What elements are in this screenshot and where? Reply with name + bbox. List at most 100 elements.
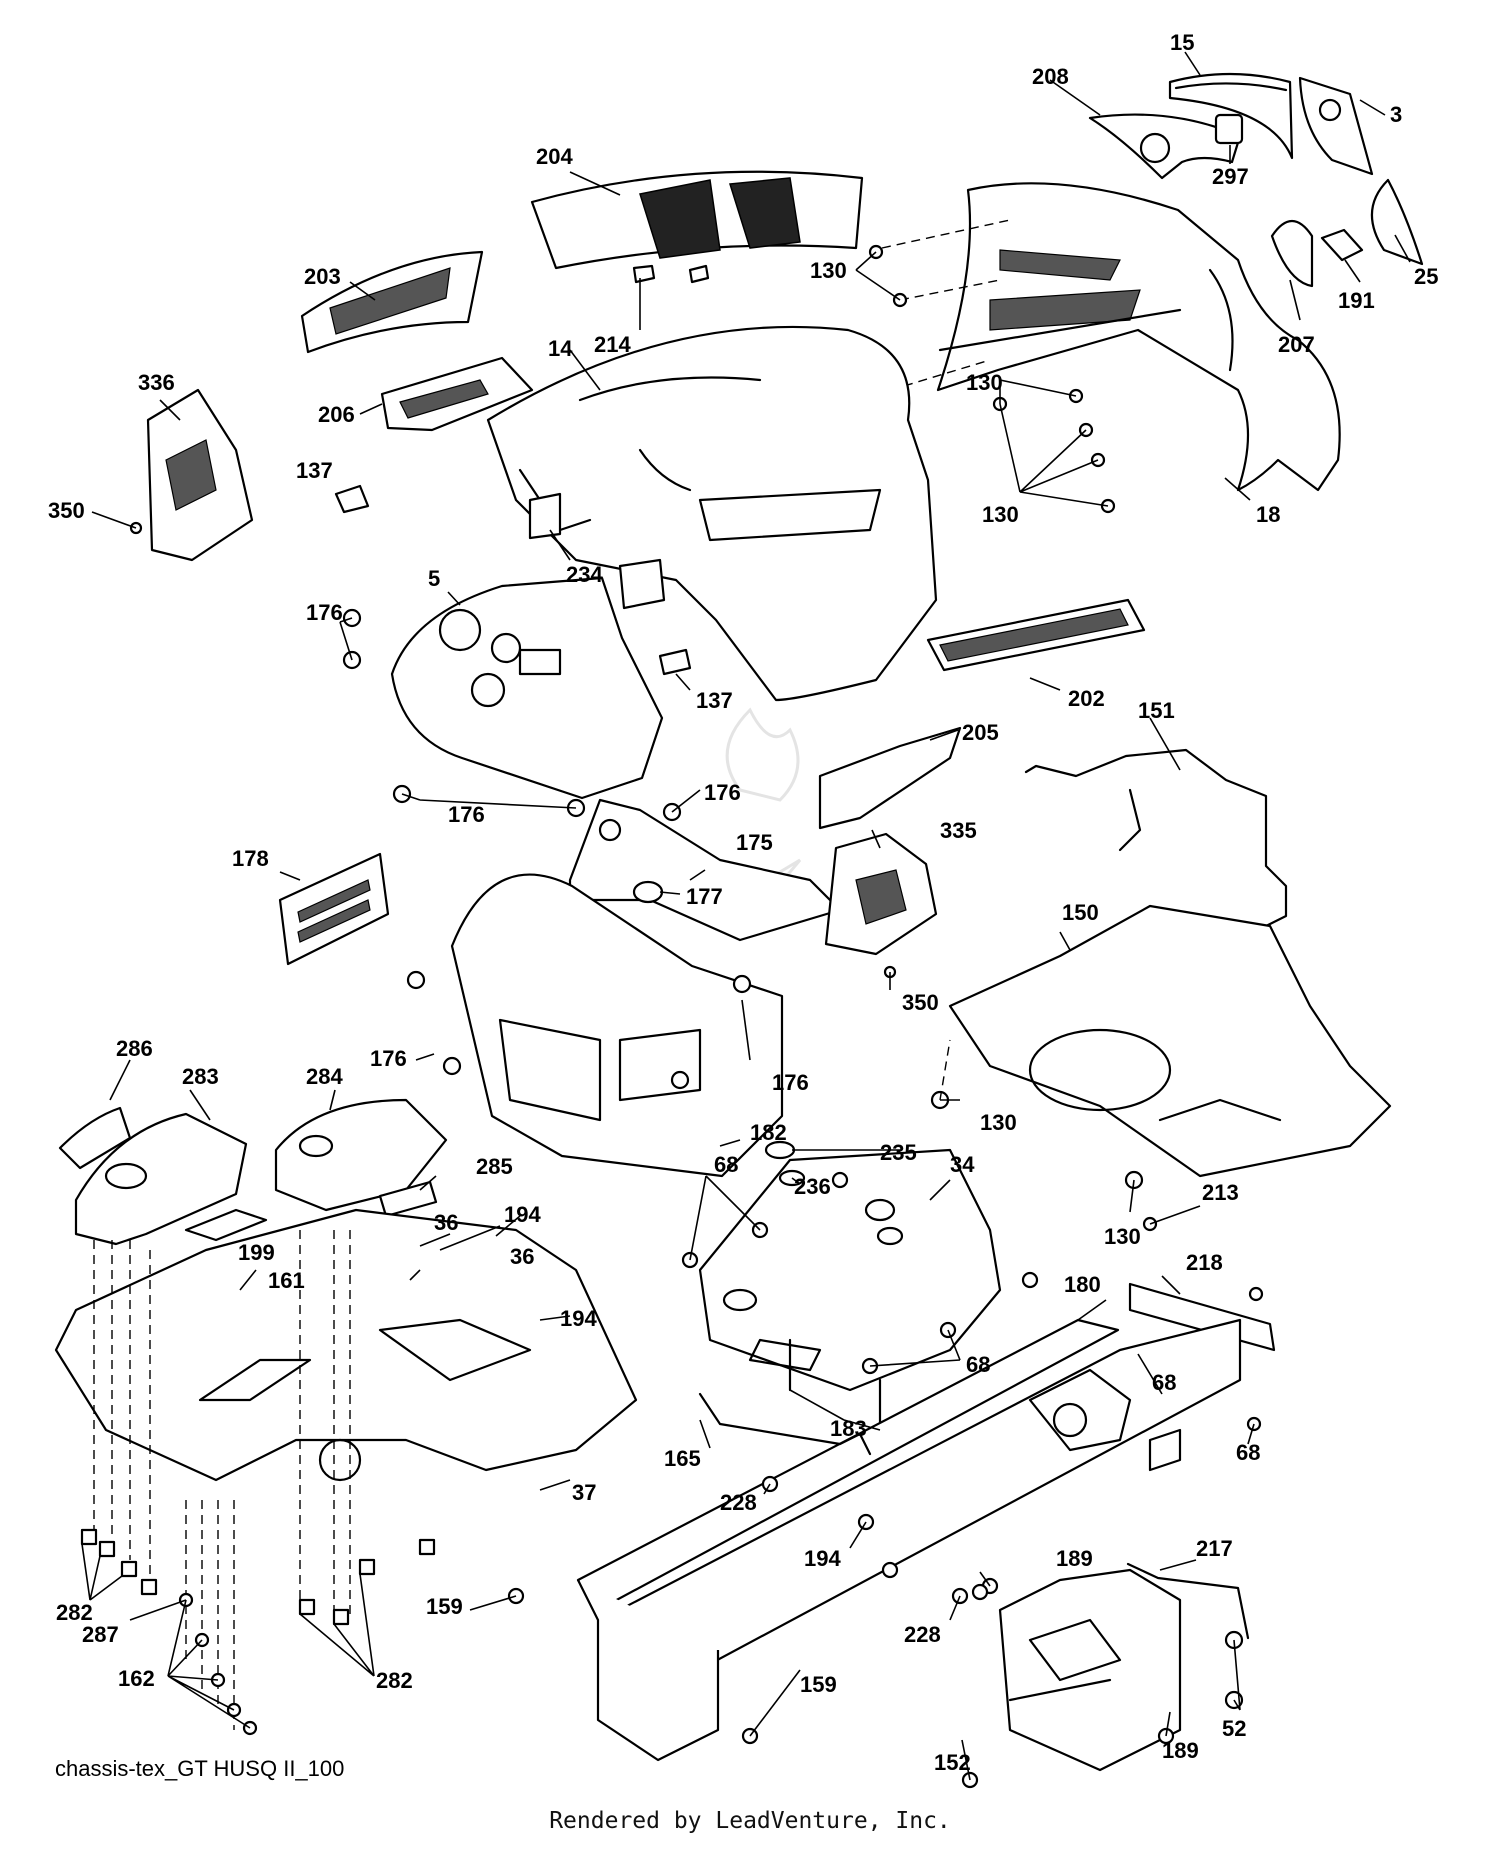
callout-178[interactable]: 178 [232, 846, 269, 871]
callout-175[interactable]: 175 [736, 830, 773, 855]
part-283-fender-left[interactable] [74, 1112, 248, 1246]
part-217-rod[interactable] [1126, 1562, 1250, 1640]
part-15-seal[interactable] [1168, 72, 1294, 160]
callout-234[interactable]: 234 [566, 562, 603, 587]
bolts-183[interactable] [788, 1338, 882, 1432]
part-205-vent[interactable] [818, 726, 962, 830]
callout-5[interactable]: 5 [428, 566, 440, 591]
part-285-pad[interactable] [378, 1180, 438, 1218]
callout-68-a[interactable]: 68 [714, 1152, 738, 1177]
callout-177[interactable]: 177 [686, 884, 723, 909]
callout-191[interactable]: 191 [1338, 288, 1375, 313]
part-52-battery-tray[interactable] [998, 1568, 1244, 1772]
callout-159-a[interactable]: 159 [426, 1594, 463, 1619]
part-297-bulb[interactable] [1214, 113, 1244, 145]
part-284-fender-right[interactable] [274, 1098, 448, 1212]
callout-36-a[interactable]: 36 [434, 1210, 458, 1235]
part-234-pad[interactable] [528, 492, 666, 610]
callout-3[interactable]: 3 [1390, 102, 1402, 127]
callout-335[interactable]: 335 [940, 818, 977, 843]
callout-213[interactable]: 213 [1202, 1180, 1239, 1205]
callout-218[interactable]: 218 [1186, 1250, 1223, 1275]
callout-130-c[interactable]: 130 [982, 502, 1019, 527]
callout-150[interactable]: 150 [1062, 900, 1099, 925]
callout-204[interactable]: 204 [536, 144, 573, 169]
part-286-handle[interactable] [58, 1106, 132, 1170]
callout-199[interactable]: 199 [238, 1240, 275, 1265]
callout-282-b[interactable]: 282 [376, 1668, 413, 1693]
part-191-light[interactable] [1320, 228, 1364, 262]
part-178-grille[interactable] [278, 852, 390, 966]
callout-235[interactable]: 235 [880, 1140, 917, 1165]
callout-130-a[interactable]: 130 [810, 258, 847, 283]
callout-137-b[interactable]: 137 [696, 688, 733, 713]
callout-130-d[interactable]: 130 [980, 1110, 1017, 1135]
part-208-headlight-housing[interactable] [1088, 113, 1242, 180]
callout-350-b[interactable]: 350 [902, 990, 939, 1015]
callout-214[interactable]: 214 [594, 332, 631, 357]
callout-15[interactable]: 15 [1170, 30, 1194, 55]
part-177-cap[interactable] [632, 880, 664, 904]
bolts-176-lower[interactable] [406, 970, 752, 1090]
callout-130-b[interactable]: 130 [966, 370, 1003, 395]
callout-194-c[interactable]: 194 [804, 1546, 841, 1571]
screws-162[interactable] [178, 1592, 258, 1736]
part-137-clip-lower[interactable] [658, 648, 692, 676]
part-204-hood-vent-cover[interactable] [530, 170, 864, 270]
callout-152[interactable]: 152 [934, 1750, 971, 1775]
part-203-vent[interactable] [300, 250, 484, 354]
callout-176-b[interactable]: 176 [704, 780, 741, 805]
part-14-hood[interactable] [486, 325, 938, 702]
callout-207[interactable]: 207 [1278, 332, 1315, 357]
part-18-front-bumper[interactable] [936, 182, 1341, 492]
part-199-bracket[interactable] [184, 1208, 268, 1242]
callout-162[interactable]: 162 [118, 1666, 155, 1691]
part-202-grille[interactable] [926, 598, 1146, 672]
part-25-seal[interactable] [1370, 178, 1424, 266]
part-207-headlight[interactable] [1270, 219, 1314, 288]
callout-282-a[interactable]: 282 [56, 1600, 93, 1625]
callout-176-e[interactable]: 176 [772, 1070, 809, 1095]
callout-25[interactable]: 25 [1414, 264, 1438, 289]
part-34-mounting-plate[interactable] [698, 1148, 1002, 1392]
callout-183[interactable]: 183 [830, 1416, 867, 1441]
part-214-clip[interactable] [632, 264, 710, 284]
part-150-pan[interactable] [948, 904, 1392, 1178]
callout-189-b[interactable]: 189 [1162, 1738, 1199, 1763]
callout-336[interactable]: 336 [138, 370, 175, 395]
callout-284[interactable]: 284 [306, 1064, 343, 1089]
part-335-side-panel[interactable] [824, 832, 938, 979]
callout-151[interactable]: 151 [1138, 698, 1175, 723]
callout-68-d[interactable]: 68 [1236, 1440, 1260, 1465]
part-206-vent[interactable] [380, 356, 534, 432]
callout-350-a[interactable]: 350 [48, 498, 85, 523]
part-165-rod[interactable] [698, 1392, 872, 1456]
callout-176-d[interactable]: 176 [370, 1046, 407, 1071]
part-180-frame[interactable] [576, 1318, 1242, 1762]
callout-159-b[interactable]: 159 [800, 1672, 837, 1697]
callout-14[interactable]: 14 [548, 336, 573, 361]
callout-205[interactable]: 205 [962, 720, 999, 745]
callout-36-b[interactable]: 36 [510, 1244, 534, 1269]
clips-282[interactable] [80, 1528, 436, 1626]
callout-236[interactable]: 236 [794, 1174, 831, 1199]
part-37-fender-deck[interactable] [54, 1208, 638, 1482]
callout-194-b[interactable]: 194 [560, 1306, 597, 1331]
callout-68-b[interactable]: 68 [966, 1352, 990, 1377]
callout-18[interactable]: 18 [1256, 502, 1280, 527]
callout-297[interactable]: 297 [1212, 164, 1249, 189]
callout-165[interactable]: 165 [664, 1446, 701, 1471]
callout-203[interactable]: 203 [304, 264, 341, 289]
callout-217[interactable]: 217 [1196, 1536, 1233, 1561]
callout-176-a[interactable]: 176 [306, 600, 343, 625]
part-336-side-panel[interactable] [129, 388, 254, 562]
callout-208[interactable]: 208 [1032, 64, 1069, 89]
part-137-clip-upper[interactable] [334, 484, 370, 514]
callout-182[interactable]: 182 [750, 1120, 787, 1145]
callout-130-e[interactable]: 130 [1104, 1224, 1141, 1249]
callout-137-a[interactable]: 137 [296, 458, 333, 483]
part-182-lower-panel[interactable] [450, 873, 784, 1178]
callout-194-a[interactable]: 194 [504, 1202, 541, 1227]
callout-52[interactable]: 52 [1222, 1716, 1246, 1741]
callout-37[interactable]: 37 [572, 1480, 596, 1505]
